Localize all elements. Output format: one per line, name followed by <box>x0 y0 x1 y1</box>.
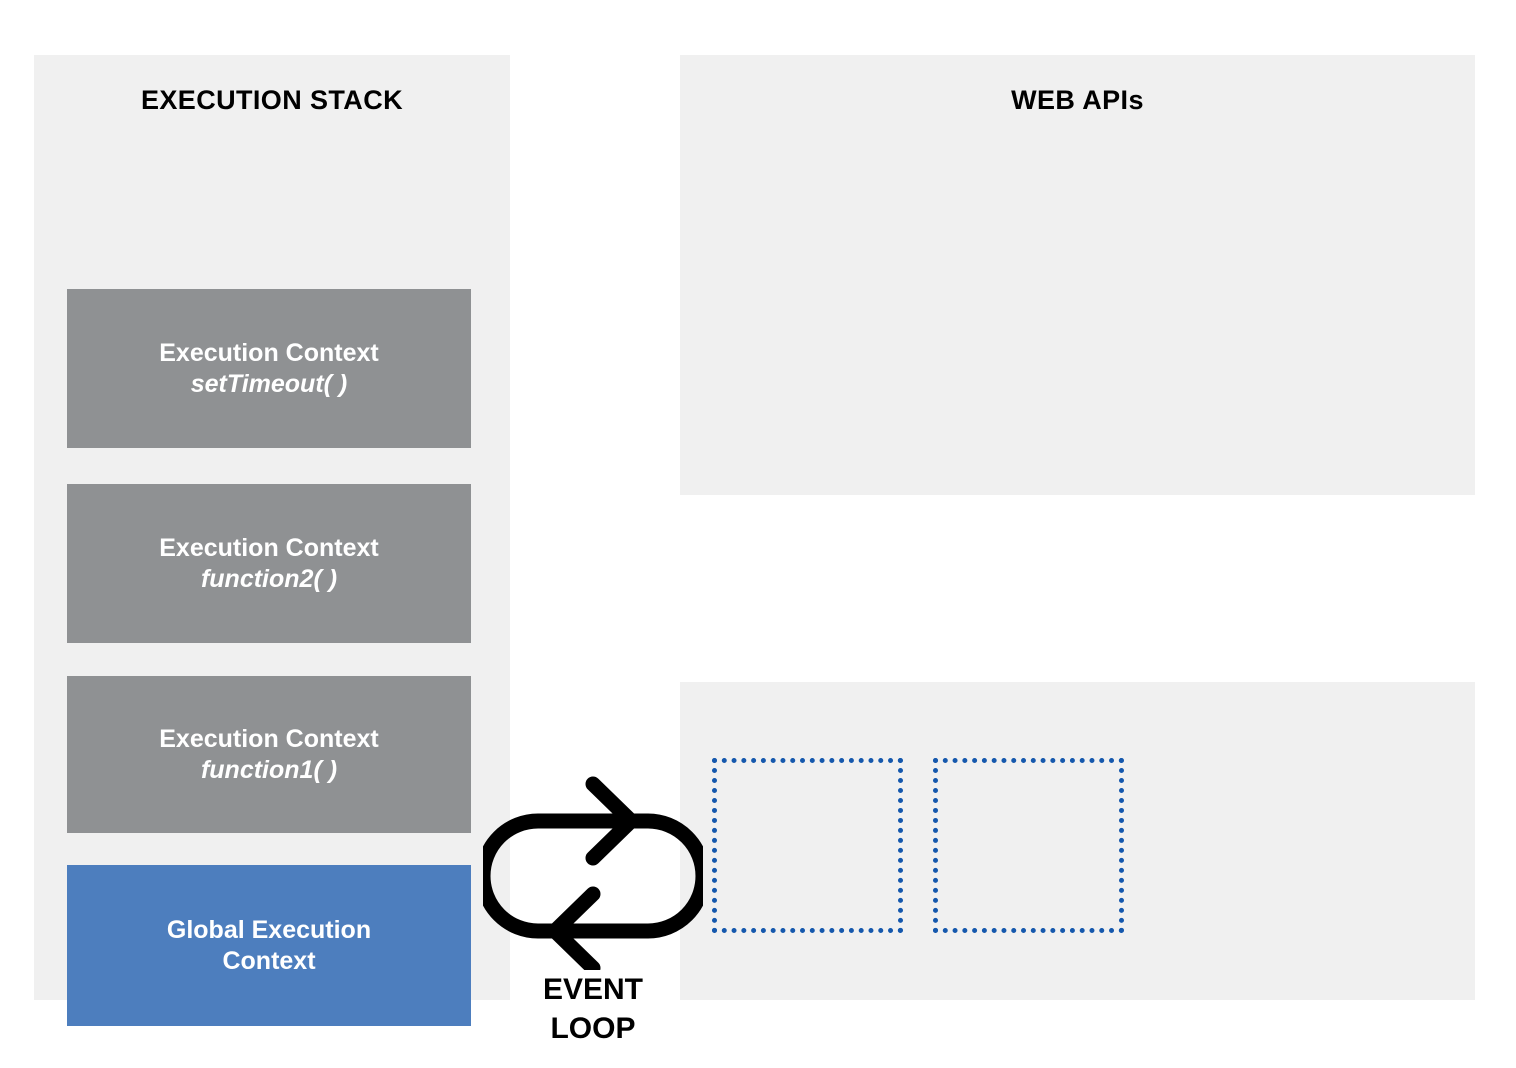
stack-frame-label-primary: Execution Context <box>159 533 379 562</box>
event-loop-group: EVENT LOOP <box>483 770 703 1060</box>
event-loop-label-line2: LOOP <box>550 1012 636 1045</box>
stack-frame-label-secondary: function1( ) <box>200 755 338 784</box>
stack-frame-label-secondary: setTimeout( ) <box>190 369 348 398</box>
stack-frame-label-primary: Global Execution <box>166 915 372 944</box>
web-apis-title: WEB APIs <box>1011 85 1144 115</box>
message-queue-slot <box>712 758 903 933</box>
web-apis-panel: WEB APIs DOM Events XMLHttpRequest setTi… <box>680 55 1475 495</box>
event-loop-label: EVENT LOOP <box>483 970 703 1048</box>
stack-frame-label-primary: Execution Context <box>159 338 379 367</box>
stack-frame-settimeout: Execution Context setTimeout( ) <box>67 289 471 448</box>
stack-frame-label-secondary: Context <box>222 946 316 975</box>
execution-stack-title: EXECUTION STACK <box>140 85 403 115</box>
stack-frame-label-primary: Execution Context <box>159 724 379 753</box>
event-loop-label-line1: EVENT <box>542 973 644 1006</box>
stack-frame-label-secondary: function2( ) <box>200 564 338 593</box>
stack-frame-global-execution-context: Global Execution Context <box>67 865 471 1026</box>
message-queue-panel: MESSAGE QUEUE <box>680 682 1475 1000</box>
stack-frame-function1: Execution Context function1( ) <box>67 676 471 833</box>
stack-frame-function2: Execution Context function2( ) <box>67 484 471 643</box>
message-queue-slot <box>933 758 1124 933</box>
event-loop-icon <box>483 776 703 970</box>
execution-stack-panel: EXECUTION STACK Execution Context setTim… <box>34 55 510 1026</box>
